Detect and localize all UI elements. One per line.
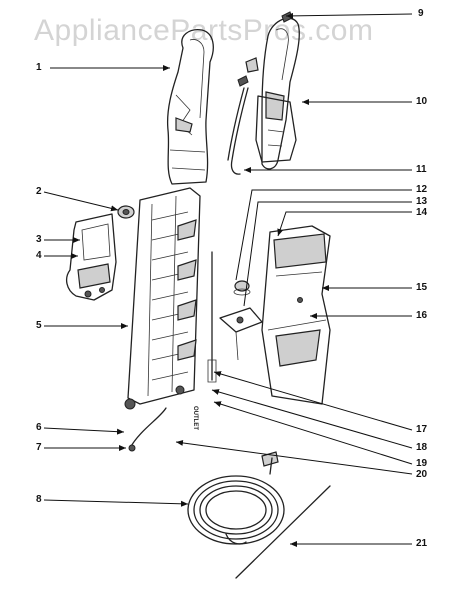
callout-5: 5 <box>36 320 42 331</box>
part-1-handle-shell <box>166 29 214 185</box>
callout-13: 13 <box>416 196 428 207</box>
leader-lines <box>43 12 413 547</box>
callout-9: 9 <box>418 8 424 19</box>
part-3-4-bracket <box>65 213 117 301</box>
handle-clips <box>237 57 259 87</box>
part-12-13-switch <box>219 280 263 361</box>
part-8-power-cord <box>187 457 285 545</box>
callout-21: 21 <box>416 538 428 549</box>
callout-18: 18 <box>416 442 428 453</box>
callout-4: 4 <box>36 250 42 261</box>
callout-6: 6 <box>36 422 42 433</box>
callout-8: 8 <box>36 494 42 505</box>
part-10-handle-rear <box>255 95 297 163</box>
callout-11: 11 <box>416 164 427 175</box>
callout-2: 2 <box>36 186 42 197</box>
part-5-main-body <box>124 187 201 410</box>
part-9-handle-grip <box>261 11 300 170</box>
part-21-wand <box>235 485 331 579</box>
callout-7: 7 <box>36 442 42 453</box>
callout-19: 19 <box>416 458 428 469</box>
callout-14: 14 <box>416 207 428 218</box>
callout-20: 20 <box>416 469 428 480</box>
callout-12: 12 <box>416 184 428 195</box>
callout-16: 16 <box>416 310 428 321</box>
callout-10: 10 <box>416 96 428 107</box>
part-6-7-hose <box>128 407 167 452</box>
callout-15: 15 <box>416 282 428 293</box>
callout-3: 3 <box>36 234 42 245</box>
part-17-rod <box>207 251 217 383</box>
outlet-stamp: OUTLET <box>192 406 198 430</box>
part-14-16-rear-cover <box>261 225 331 405</box>
part-2-knob <box>117 205 135 219</box>
part-11-wire <box>227 87 249 175</box>
callout-17: 17 <box>416 424 428 435</box>
callout-1: 1 <box>36 62 42 73</box>
